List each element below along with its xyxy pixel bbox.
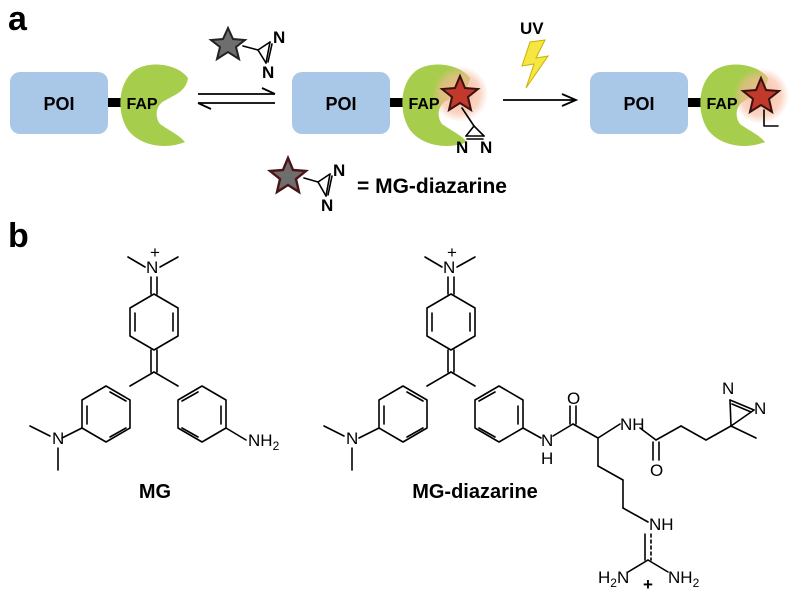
atom-n-left: N (52, 429, 64, 448)
star-icon-red (740, 75, 782, 115)
uv-label: UV (520, 19, 544, 38)
fap-label: FAP (408, 96, 439, 113)
linker (108, 98, 122, 107)
legend-text: = MG-diazarine (357, 175, 507, 198)
panel-b-label: b (8, 217, 29, 255)
guanidine-nh2: NH2 (668, 568, 700, 590)
covalent-link (763, 109, 779, 127)
complex-1: POI FAP (10, 64, 188, 146)
star-icon-red (439, 73, 481, 113)
fap-label: FAP (126, 96, 157, 113)
diazirine-n-right: N (480, 138, 492, 157)
poi-box (10, 72, 108, 134)
uv-activation: UV (503, 19, 579, 107)
poi-box (292, 72, 390, 134)
fap-label: FAP (706, 96, 737, 113)
mg-name: MG (139, 481, 171, 503)
atom-plus: + (150, 243, 160, 262)
guanidine-nh: NH (649, 515, 674, 534)
legend-n-bottom: N (321, 196, 333, 215)
diazirine-n-1: N (722, 379, 734, 398)
fap-shape (120, 64, 188, 146)
mg-diazarine-name: MG-diazarine (412, 481, 538, 503)
legend: N N = MG-diazarine (266, 154, 507, 215)
atom-o-1: O (567, 389, 580, 408)
atom-nh: NH (620, 415, 645, 434)
poi-box (590, 72, 688, 134)
atom-nh2: NH2 (248, 431, 280, 453)
lightning-icon (521, 39, 550, 89)
atom-n-plus: N (443, 258, 455, 277)
atom-n-left: N (346, 429, 358, 448)
guanidine-h2n: H2N (598, 568, 629, 590)
linker (390, 98, 404, 107)
guanidine-plus: + (643, 575, 653, 591)
diazirine-n-bottom: N (262, 63, 274, 82)
atom-plus: + (447, 243, 457, 262)
mg-diazarine-structure: N + N N H O (323, 243, 766, 591)
free-probe: N N (208, 25, 285, 82)
poi-label: POI (43, 94, 74, 114)
atom-n-plus: N (146, 258, 158, 277)
complex-3: POI FAP (590, 64, 789, 146)
complex-2: POI FAP N N (292, 64, 492, 157)
star-icon-gray (266, 154, 310, 195)
legend-n-top: N (333, 161, 345, 180)
diazirine-n-2: N (754, 399, 766, 418)
star-icon-gray (208, 25, 248, 62)
poi-label: POI (623, 94, 654, 114)
equilibrium-arrows (197, 87, 276, 110)
diazirine-n-left: N (456, 138, 468, 157)
arrow-head (561, 93, 579, 107)
panel-a-label: a (8, 0, 28, 38)
diazirine-n-top: N (273, 28, 285, 47)
linker (688, 98, 702, 107)
mg-structure: N + N NH2 MG (29, 243, 280, 503)
atom-o-2: O (650, 461, 663, 480)
poi-label: POI (325, 94, 356, 114)
atom-n-amide: N (541, 431, 553, 450)
atom-h-amide: H (541, 449, 553, 468)
